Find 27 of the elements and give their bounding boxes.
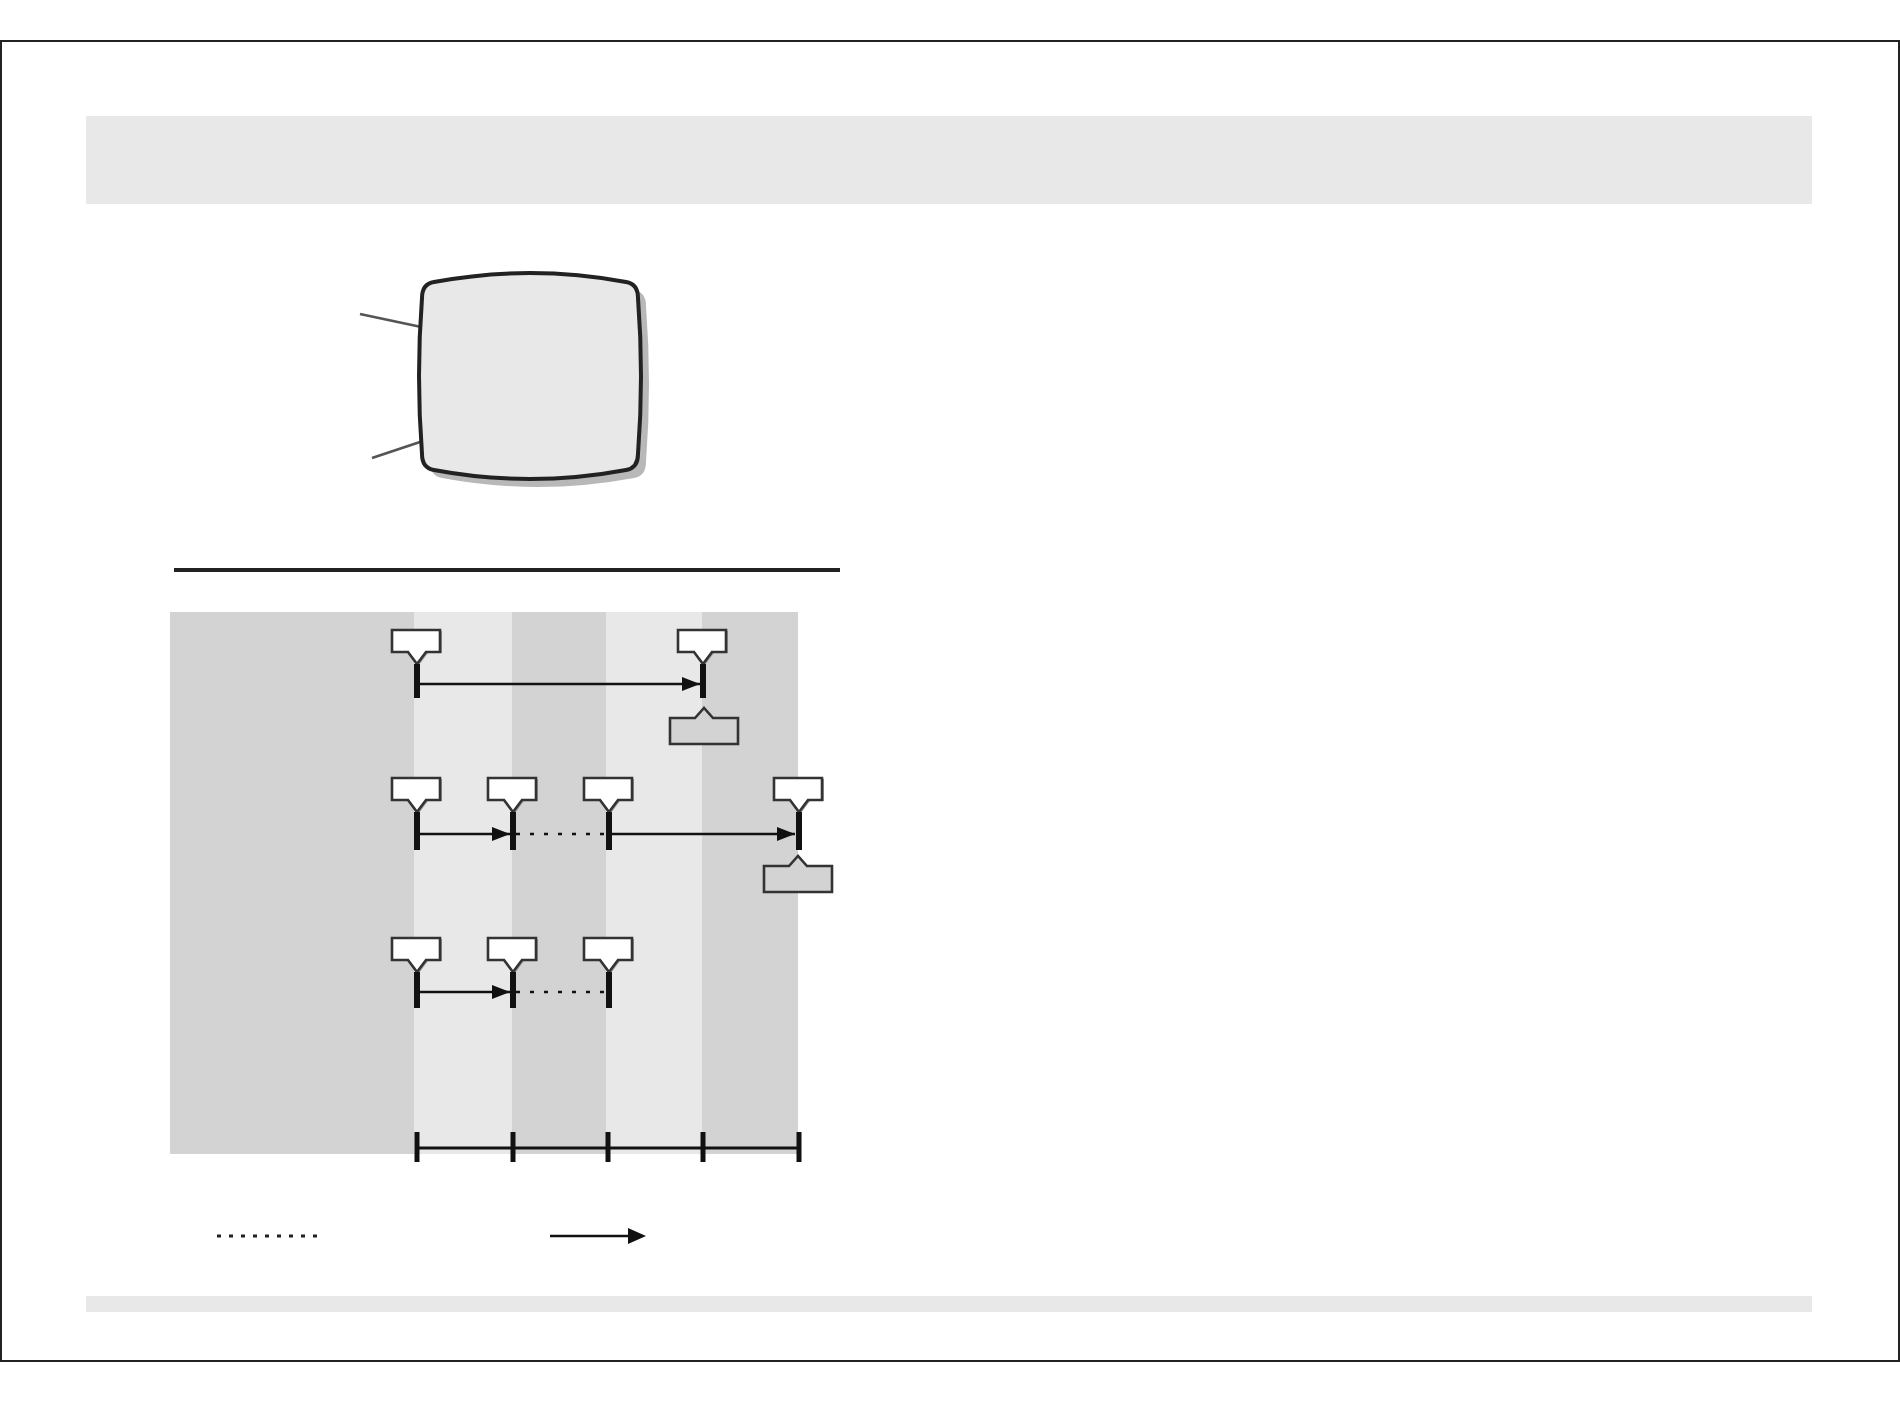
- callout-tag: [762, 854, 834, 894]
- arrow: [420, 985, 510, 999]
- callout-marker: [676, 628, 730, 666]
- event-tick: [605, 972, 611, 1008]
- arrow: [420, 677, 700, 691]
- callout-marker: [771, 776, 825, 814]
- event-tick: [795, 812, 801, 850]
- event-tick: [414, 664, 420, 698]
- event-tick: [414, 812, 420, 850]
- dotted-line: [516, 832, 605, 836]
- dotted-line: [516, 990, 605, 994]
- callout-marker: [486, 776, 540, 814]
- callout-marker: [486, 936, 540, 974]
- callout-marker: [581, 936, 635, 974]
- event-tick: [605, 812, 611, 850]
- callout-marker: [581, 776, 635, 814]
- arrow: [611, 827, 795, 841]
- callout-marker: [390, 776, 444, 814]
- event-tick: [414, 972, 420, 1008]
- event-tick: [700, 664, 706, 698]
- arrow: [420, 827, 510, 841]
- event-tick: [510, 972, 516, 1008]
- display-screen: [418, 270, 652, 492]
- event-tick: [510, 812, 516, 850]
- callout-marker: [390, 936, 444, 974]
- callout-tag: [668, 706, 740, 746]
- callout-marker: [390, 628, 444, 666]
